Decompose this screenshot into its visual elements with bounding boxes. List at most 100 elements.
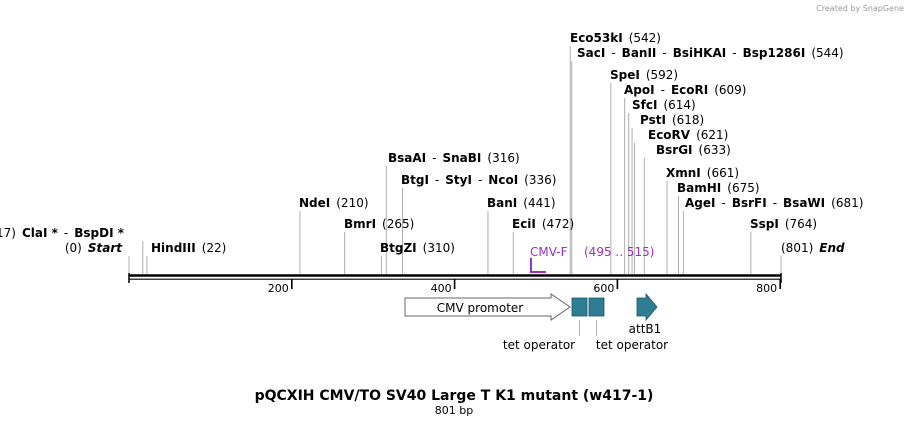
site-hindiii-22-part-1: (22) bbox=[202, 241, 227, 255]
site-17-clai-bspdi-label[interactable]: 17)ClaI *-BspDI * bbox=[0, 226, 125, 240]
site-apoi-ecori-609-part-3: (609) bbox=[714, 83, 746, 97]
site-agei-bsrfi-bsawi-681-part-0: AgeI bbox=[685, 196, 715, 210]
site-17-clai-bspdi-part-2: - bbox=[64, 226, 68, 240]
site-bmri-265-part-0: BmrI bbox=[344, 217, 376, 231]
site-bsaai-snabi-316-part-2: SnaBI bbox=[442, 151, 481, 165]
site-btgi-styi-ncoi-336-part-1: - bbox=[435, 173, 439, 187]
site-eco53ki-542-part-0: Eco53kI bbox=[570, 31, 623, 45]
site-17-clai-bspdi-part-0: 17) bbox=[0, 226, 16, 240]
site-ecii-472-label[interactable]: EciI(472) bbox=[512, 217, 574, 231]
site-hindiii-22-label[interactable]: HindIII (22) bbox=[151, 241, 226, 255]
site-sfci-614-part-1: (614) bbox=[663, 98, 695, 112]
site-bani-441-label[interactable]: BanI (441) bbox=[487, 196, 556, 210]
scale-label-400: 400 bbox=[431, 282, 452, 295]
site-xmni-661-part-0: XmnI bbox=[666, 166, 701, 180]
map-length: 801 bp bbox=[435, 404, 473, 417]
primer-arrow bbox=[530, 258, 546, 273]
site-bsaai-snabi-316-label[interactable]: BsaAI-SnaBI (316) bbox=[388, 151, 520, 165]
feature-tet-operator-2[interactable] bbox=[588, 297, 605, 317]
site-bsaai-snabi-316-part-0: BsaAI bbox=[388, 151, 426, 165]
site-801-end-part-0: (801) bbox=[781, 241, 813, 255]
site-17-clai-bspdi-part-1: ClaI * bbox=[22, 226, 59, 240]
snapgene-credit: Created by SnapGene bbox=[816, 4, 904, 13]
site-sspi-764-part-1: (764) bbox=[785, 217, 817, 231]
site-apoi-ecori-609-label[interactable]: ApoI-EcoRI(609) bbox=[624, 83, 746, 97]
site-bamhi-675-part-0: BamHI bbox=[677, 181, 721, 195]
site-btgi-styi-ncoi-336-part-5: (336) bbox=[524, 173, 556, 187]
site-saci-banii-bsihkai-bsp1286i-544-label[interactable]: SacI-BanII-BsiHKAI-Bsp1286I(544) bbox=[577, 46, 844, 60]
feature-cmv-promoter[interactable] bbox=[404, 293, 571, 321]
site-ecii-472-part-1: (472) bbox=[542, 217, 574, 231]
site-agei-bsrfi-bsawi-681-part-1: - bbox=[721, 196, 725, 210]
site-btgi-styi-ncoi-336-part-2: StyI bbox=[445, 173, 472, 187]
site-btgi-styi-ncoi-336-part-4: NcoI bbox=[488, 173, 518, 187]
site-apoi-ecori-609-part-2: EcoRI bbox=[671, 83, 708, 97]
site-psti-618-part-1: (618) bbox=[672, 113, 704, 127]
site-sspi-764-label[interactable]: SspI (764) bbox=[750, 217, 817, 231]
site-eco53ki-542-label[interactable]: Eco53kI (542) bbox=[570, 31, 661, 45]
site-labels: (0)Start(801)End17)ClaI *-BspDI *HindIII… bbox=[0, 31, 863, 255]
site-ecorv-621-label[interactable]: EcoRV (621) bbox=[648, 128, 728, 142]
site-bsaai-snabi-316-part-3: (316) bbox=[487, 151, 519, 165]
site-sspi-764-part-0: SspI bbox=[750, 217, 779, 231]
site-saci-banii-bsihkai-bsp1286i-544-part-7: (544) bbox=[811, 46, 843, 60]
site-spei-592-part-0: SpeI bbox=[610, 68, 640, 82]
site-bsrgi-633-label[interactable]: BsrGI (633) bbox=[656, 143, 731, 157]
site-agei-bsrfi-bsawi-681-part-5: (681) bbox=[831, 196, 863, 210]
feature-tet-operator-1[interactable] bbox=[571, 297, 588, 317]
site-saci-banii-bsihkai-bsp1286i-544-part-5: - bbox=[732, 46, 736, 60]
site-0-start-label[interactable]: (0)Start bbox=[65, 241, 123, 255]
site-spei-592-part-1: (592) bbox=[646, 68, 678, 82]
site-801-end-label[interactable]: (801) End bbox=[781, 241, 845, 255]
site-agei-bsrfi-bsawi-681-label[interactable]: AgeI-BsrFI-BsaWI(681) bbox=[685, 196, 863, 210]
site-psti-618-part-0: PstI bbox=[640, 113, 666, 127]
site-ndei-210-part-0: NdeI bbox=[299, 196, 330, 210]
site-bsrgi-633-part-0: BsrGI bbox=[656, 143, 693, 157]
site-saci-banii-bsihkai-bsp1286i-544-part-1: - bbox=[611, 46, 615, 60]
site-ecorv-621-part-1: (621) bbox=[696, 128, 728, 142]
primer-range: (495 .. 515) bbox=[584, 245, 654, 259]
site-leaders bbox=[128, 46, 782, 274]
site-bani-441-part-1: (441) bbox=[523, 196, 555, 210]
site-agei-bsrfi-bsawi-681-part-4: BsaWI bbox=[783, 196, 825, 210]
scale-label-800: 800 bbox=[756, 282, 777, 295]
scale-label-600: 600 bbox=[593, 282, 614, 295]
site-spei-592-label[interactable]: SpeI (592) bbox=[610, 68, 678, 82]
site-bani-441-part-0: BanI bbox=[487, 196, 517, 210]
site-bsaai-snabi-316-part-1: - bbox=[432, 151, 436, 165]
site-saci-banii-bsihkai-bsp1286i-544-part-3: - bbox=[662, 46, 666, 60]
feature-tet-operator-2-label: tet operator bbox=[596, 338, 668, 352]
site-ndei-210-label[interactable]: NdeI (210) bbox=[299, 196, 369, 210]
site-xmni-661-label[interactable]: XmnI (661) bbox=[666, 166, 739, 180]
site-bamhi-675-part-1: (675) bbox=[727, 181, 759, 195]
feature-cmv-promoter-label: CMV promoter bbox=[437, 301, 524, 315]
site-btgzi-310-part-1: (310) bbox=[423, 241, 455, 255]
site-btgzi-310-label[interactable]: BtgZI(310) bbox=[380, 241, 455, 255]
site-bmri-265-part-1: (265) bbox=[382, 217, 414, 231]
site-saci-banii-bsihkai-bsp1286i-544-part-6: Bsp1286I bbox=[743, 46, 806, 60]
site-bsrgi-633-part-1: (633) bbox=[699, 143, 731, 157]
site-eco53ki-542-part-1: (542) bbox=[629, 31, 661, 45]
site-btgi-styi-ncoi-336-label[interactable]: BtgI-StyI-NcoI(336) bbox=[401, 173, 556, 187]
feature-attb1[interactable] bbox=[636, 292, 658, 322]
site-sfci-614-label[interactable]: SfcI(614) bbox=[632, 98, 696, 112]
primer-name: CMV-F bbox=[530, 245, 568, 259]
site-psti-618-label[interactable]: PstI (618) bbox=[640, 113, 704, 127]
site-agei-bsrfi-bsawi-681-part-3: - bbox=[773, 196, 777, 210]
site-ecorv-621-part-0: EcoRV bbox=[648, 128, 691, 142]
site-saci-banii-bsihkai-bsp1286i-544-part-4: BsiHKAI bbox=[673, 46, 727, 60]
site-saci-banii-bsihkai-bsp1286i-544-part-2: BanII bbox=[622, 46, 657, 60]
site-xmni-661-part-1: (661) bbox=[707, 166, 739, 180]
site-0-start-part-1: Start bbox=[88, 241, 123, 255]
primer-annotation[interactable]: CMV-F (495 .. 515) bbox=[530, 245, 654, 273]
feature-attb1-label: attB1 bbox=[629, 322, 662, 336]
site-bmri-265-label[interactable]: BmrI (265) bbox=[344, 217, 414, 231]
site-saci-banii-bsihkai-bsp1286i-544-part-0: SacI bbox=[577, 46, 605, 60]
site-bamhi-675-label[interactable]: BamHI (675) bbox=[677, 181, 760, 195]
site-hindiii-22-part-0: HindIII bbox=[151, 241, 196, 255]
map-title: pQCXIH CMV/TO SV40 Large T K1 mutant (w4… bbox=[255, 388, 654, 404]
site-ndei-210-part-1: (210) bbox=[336, 196, 368, 210]
site-801-end-part-1: End bbox=[819, 241, 845, 255]
